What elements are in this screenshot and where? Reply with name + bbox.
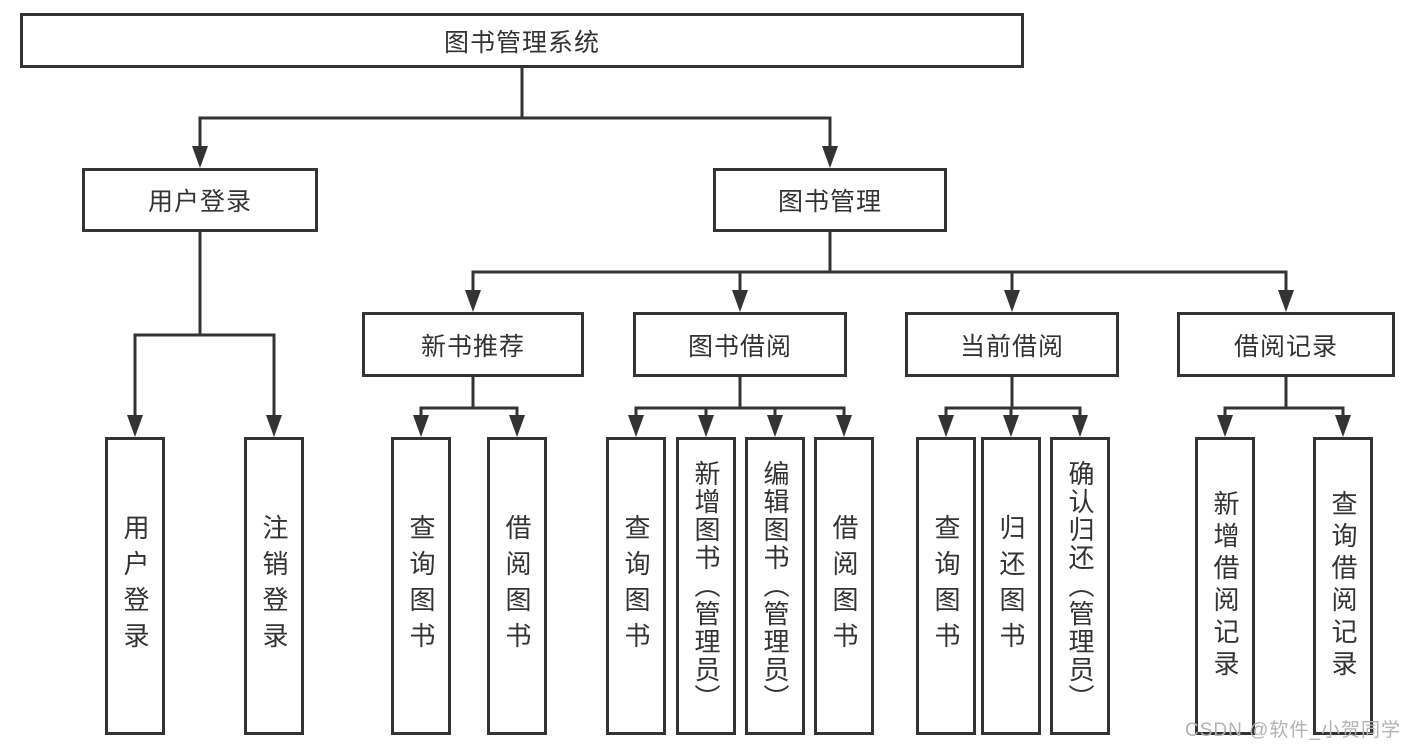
- leaf-query-books-recommend: 查询图书: [391, 437, 451, 735]
- leaf-confirm-return-admin: 确认归还（管理员）: [1050, 437, 1110, 735]
- node-current-borrowing: 当前借阅: [905, 312, 1119, 377]
- leaf-logout: 注销登录: [244, 437, 304, 735]
- leaf-user-login: 用户登录: [105, 437, 165, 735]
- node-book-borrowing: 图书借阅: [633, 312, 847, 377]
- leaf-edit-books-admin: 编辑图书（管理员）: [745, 437, 805, 735]
- leaf-return-books: 归还图书: [981, 437, 1041, 735]
- leaf-borrow-books: 借阅图书: [814, 437, 874, 735]
- node-user-login: 用户登录: [82, 168, 318, 232]
- leaf-query-books-current: 查询图书: [916, 437, 976, 735]
- leaf-query-borrow-record: 查询借阅记录: [1313, 437, 1373, 735]
- leaf-add-books-admin: 新增图书（管理员）: [676, 437, 736, 735]
- leaf-borrow-books-recommend: 借阅图书: [487, 437, 547, 735]
- leaf-add-borrow-record: 新增借阅记录: [1195, 437, 1255, 735]
- root-node-library-management-system: 图书管理系统: [20, 13, 1024, 68]
- node-book-management: 图书管理: [713, 168, 947, 232]
- node-new-book-recommend: 新书推荐: [362, 312, 584, 377]
- leaf-query-books-borrow: 查询图书: [606, 437, 666, 735]
- node-borrowing-records: 借阅记录: [1177, 312, 1395, 377]
- csdn-watermark: CSDN @软件_小贺同学: [1185, 720, 1401, 741]
